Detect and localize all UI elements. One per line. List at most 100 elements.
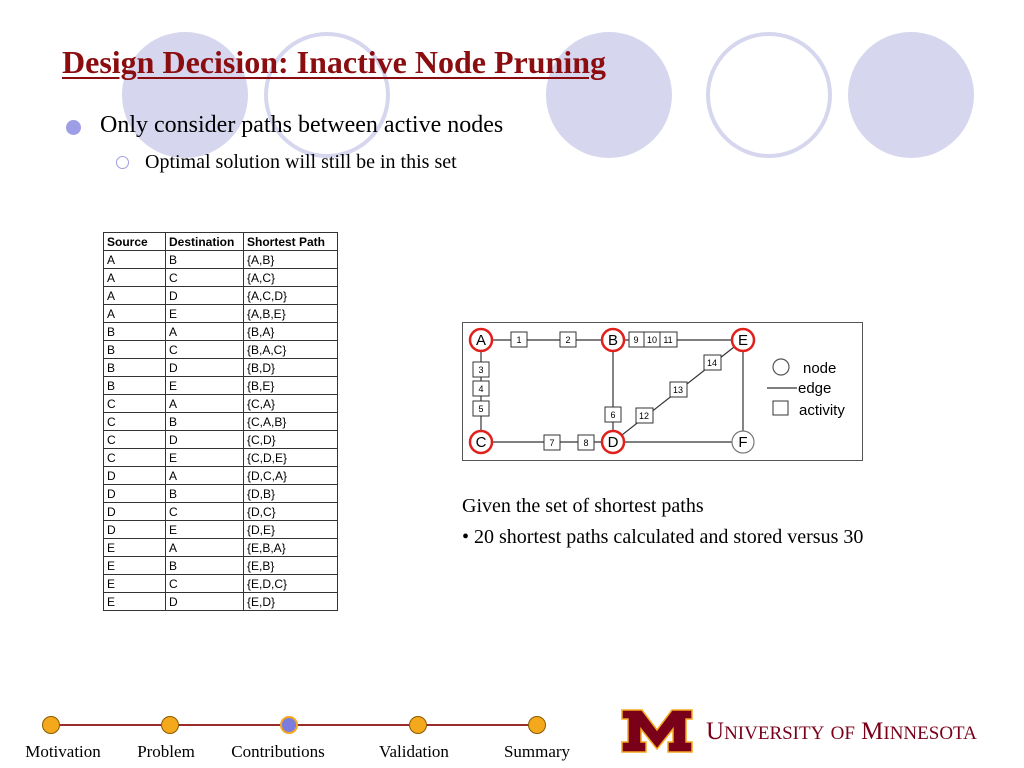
cell-destination: C xyxy=(165,340,244,359)
university-of: OF xyxy=(830,723,855,744)
cell-shortest-path: {C,D,E} xyxy=(243,448,338,467)
cell-source: E xyxy=(103,556,166,575)
cell-source: C xyxy=(103,394,166,413)
cell-source: A xyxy=(103,304,166,323)
nav-validation[interactable]: Validation xyxy=(379,742,449,761)
cell-destination: A xyxy=(165,394,244,413)
cell-destination: D xyxy=(165,358,244,377)
header-shortest-path: Shortest Path xyxy=(243,232,338,251)
svg-text:11: 11 xyxy=(663,335,672,345)
cell-source: C xyxy=(103,412,166,431)
svg-text:5: 5 xyxy=(478,404,483,414)
cell-destination: E xyxy=(165,304,244,323)
nav-problem[interactable]: Problem xyxy=(137,742,195,761)
graph-nodes: A B E C D F xyxy=(468,327,756,455)
cell-shortest-path: {B,A} xyxy=(243,322,338,341)
cell-destination: E xyxy=(165,520,244,539)
cell-source: E xyxy=(103,574,166,593)
cell-source: C xyxy=(103,430,166,449)
cell-destination: E xyxy=(165,448,244,467)
activity-7: 7 xyxy=(543,434,561,451)
svg-text:1: 1 xyxy=(516,335,521,345)
nav-dot-contributions[interactable] xyxy=(280,716,298,734)
nav-summary[interactable]: Summary xyxy=(503,742,571,761)
node-b: B xyxy=(600,327,626,353)
bullet-ring-icon xyxy=(116,156,129,169)
slide-title: Design Decision: Inactive Node Pruning xyxy=(62,44,606,80)
svg-text:E: E xyxy=(738,332,748,349)
cell-source: B xyxy=(103,322,166,341)
cell-source: A xyxy=(103,250,166,269)
decor-ring-2 xyxy=(706,32,832,158)
cell-destination: B xyxy=(165,250,244,269)
nav-contributions[interactable]: Contributions xyxy=(231,742,325,761)
nav-dot-problem[interactable] xyxy=(161,716,179,734)
decor-circle-2 xyxy=(546,32,672,158)
cell-source: D xyxy=(103,466,166,485)
cell-destination: A xyxy=(165,322,244,341)
nav-dot-motivation[interactable] xyxy=(42,716,60,734)
activity-2: 2 xyxy=(559,331,577,348)
cell-source: D xyxy=(103,520,166,539)
cell-source: B xyxy=(103,340,166,359)
svg-text:C: C xyxy=(476,434,487,451)
nav-motivation[interactable]: Motivation xyxy=(25,742,101,761)
cell-destination: D xyxy=(165,592,244,611)
cell-shortest-path: {A,B} xyxy=(243,250,338,269)
activity-boxes: 1 2 3 4 5 6 7 8 9 10 11 12 13 14 xyxy=(472,331,722,451)
table-header-row: Source Destination Shortest Path xyxy=(103,232,338,251)
node-f: F xyxy=(731,430,755,454)
svg-text:4: 4 xyxy=(478,384,483,394)
activity-12: 12 xyxy=(635,407,654,424)
svg-text:10: 10 xyxy=(647,335,657,345)
node-e: E xyxy=(730,327,756,353)
cell-destination: D xyxy=(165,286,244,305)
svg-text:3: 3 xyxy=(478,365,483,375)
cell-destination: B xyxy=(165,556,244,575)
cell-shortest-path: {C,A,B} xyxy=(243,412,338,431)
decor-ring-1 xyxy=(264,32,390,158)
university-second-rest: INNESOTA xyxy=(883,723,977,744)
activity-4: 4 xyxy=(472,380,490,397)
cell-shortest-path: {A,C,D} xyxy=(243,286,338,305)
svg-text:7: 7 xyxy=(549,438,554,448)
cell-shortest-path: {E,D} xyxy=(243,592,338,611)
cell-destination: E xyxy=(165,376,244,395)
bullet-dot-icon xyxy=(66,120,81,135)
legend-edge-label: edge xyxy=(798,380,831,397)
cell-shortest-path: {E,B} xyxy=(243,556,338,575)
cell-shortest-path: {B,E} xyxy=(243,376,338,395)
cell-shortest-path: {D,E} xyxy=(243,520,338,539)
activity-8: 8 xyxy=(577,434,595,451)
node-c: C xyxy=(468,429,494,455)
svg-text:9: 9 xyxy=(633,335,638,345)
activity-5: 5 xyxy=(472,400,490,417)
nav-dot-summary[interactable] xyxy=(528,716,546,734)
graph-legend: node edge activity xyxy=(767,358,845,419)
nav-dot-validation[interactable] xyxy=(409,716,427,734)
bullet-level1-text: Only consider paths between active nodes xyxy=(100,112,504,138)
cell-destination: C xyxy=(165,268,244,287)
legend-node-icon xyxy=(772,358,790,376)
cell-shortest-path: {C,A} xyxy=(243,394,338,413)
cell-source: D xyxy=(103,502,166,521)
cell-shortest-path: {A,C} xyxy=(243,268,338,287)
caption-line-2: • 20 shortest paths calculated and store… xyxy=(462,526,864,548)
node-d: D xyxy=(600,429,626,455)
svg-text:13: 13 xyxy=(673,385,683,395)
network-graph: 1 2 3 4 5 6 7 8 9 10 11 12 13 14 A B E C… xyxy=(462,322,863,461)
university-second-initial: M xyxy=(861,718,884,745)
cell-shortest-path: {E,B,A} xyxy=(243,538,338,557)
cell-shortest-path: {D,C,A} xyxy=(243,466,338,485)
decor-circle-3 xyxy=(848,32,974,158)
caption-line-1: Given the set of shortest paths xyxy=(462,495,704,517)
